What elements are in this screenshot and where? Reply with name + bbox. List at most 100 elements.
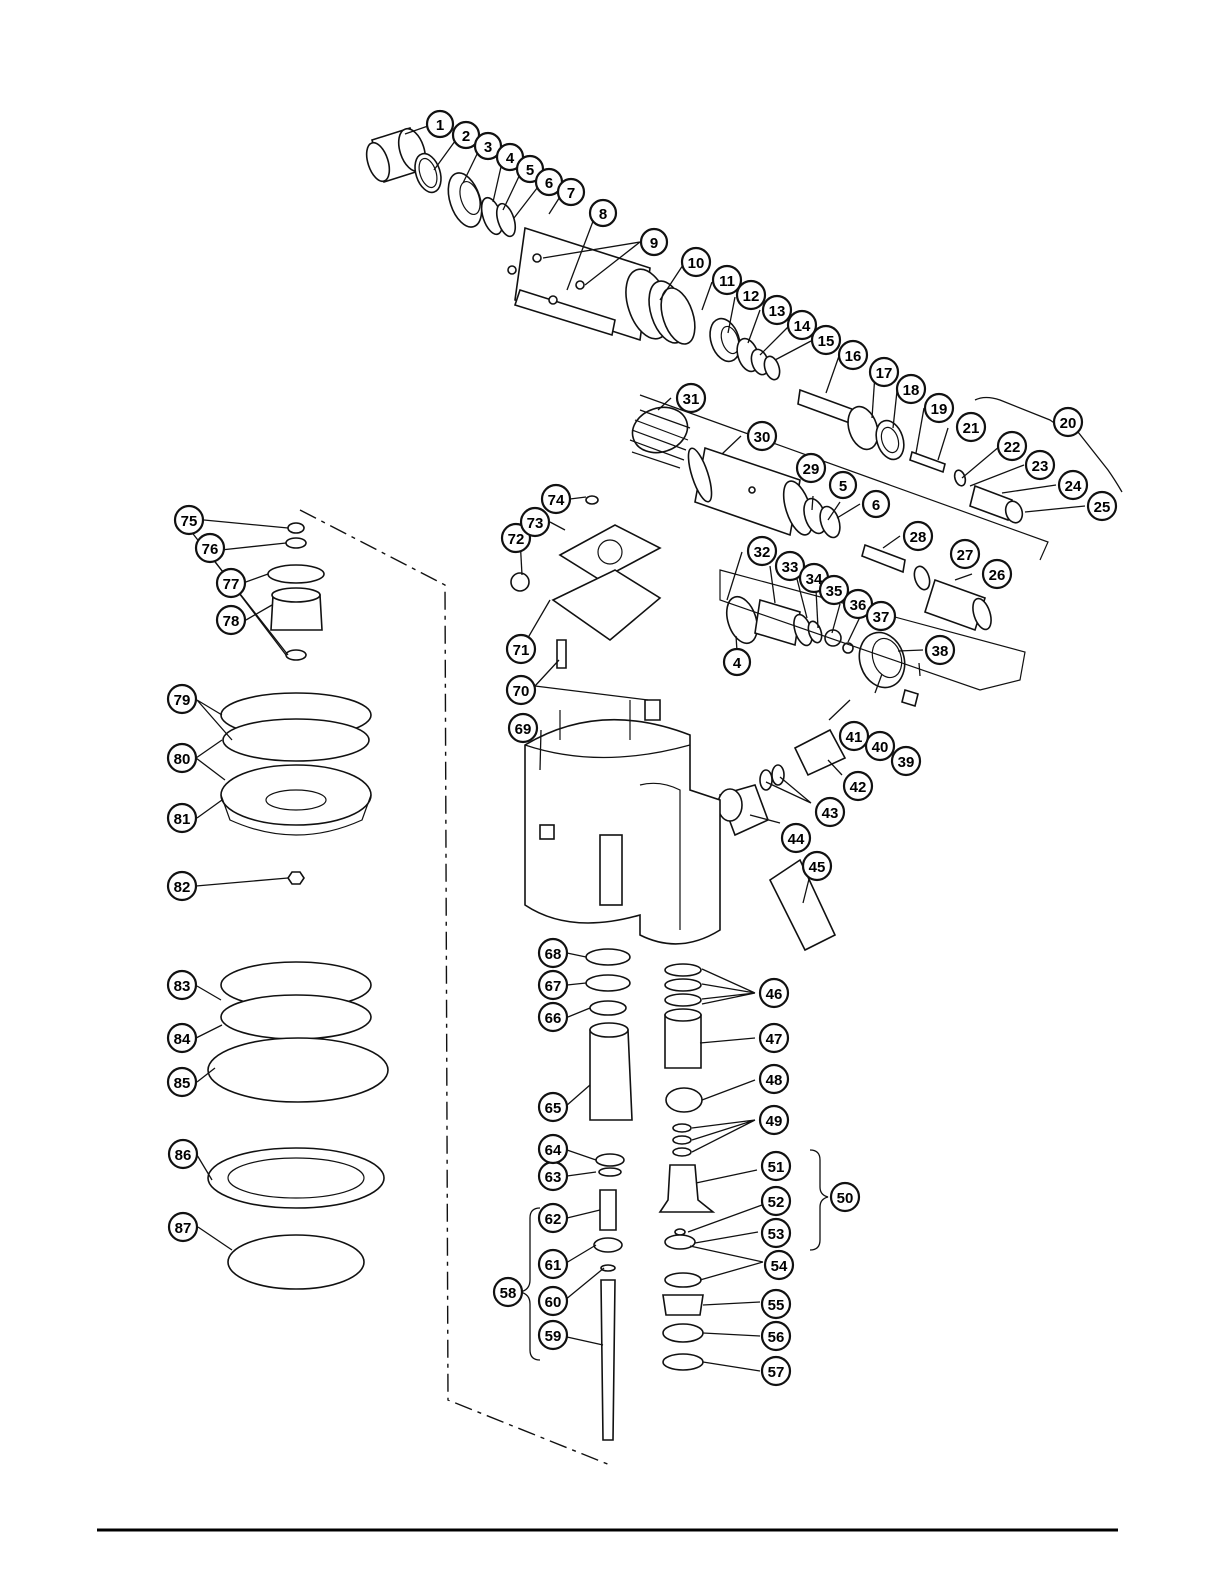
svg-text:62: 62 [545,1211,562,1228]
svg-text:77: 77 [223,576,240,593]
svg-text:13: 13 [769,303,786,320]
svg-text:57: 57 [768,1364,785,1381]
svg-text:72: 72 [508,531,525,548]
svg-text:29: 29 [803,461,820,478]
svg-text:66: 66 [545,1010,562,1027]
svg-text:33: 33 [782,559,799,576]
callout-78: 78 [217,606,245,634]
callout-37: 37 [867,602,895,630]
svg-text:6: 6 [545,175,553,192]
callout-22: 22 [998,432,1026,460]
svg-text:17: 17 [876,365,893,382]
callout-81: 81 [168,804,196,832]
callout-38: 38 [926,636,954,664]
callout-84: 84 [168,1024,196,1052]
svg-text:58: 58 [500,1285,517,1302]
svg-text:19: 19 [931,401,948,418]
callout-17: 17 [870,358,898,386]
callout-32: 32 [748,537,776,565]
callout-8: 8 [590,200,616,226]
callout-26: 26 [983,560,1011,588]
svg-text:20: 20 [1060,415,1077,432]
svg-text:63: 63 [545,1169,562,1186]
svg-text:85: 85 [174,1075,191,1092]
svg-text:78: 78 [223,613,240,630]
svg-text:67: 67 [545,978,562,995]
callout-83: 83 [168,971,196,999]
bracket-58 [520,1208,540,1360]
callout-76: 76 [196,534,224,562]
svg-text:28: 28 [910,529,927,546]
svg-text:84: 84 [174,1031,191,1048]
callout-7: 7 [558,179,584,205]
svg-text:52: 52 [768,1194,785,1211]
callout-15: 15 [812,326,840,354]
svg-text:46: 46 [766,986,783,1003]
svg-text:26: 26 [989,567,1006,584]
svg-text:8: 8 [599,206,607,223]
svg-text:27: 27 [957,547,974,564]
svg-text:31: 31 [683,391,700,408]
svg-text:61: 61 [545,1257,562,1274]
svg-text:30: 30 [754,429,771,446]
callout-73: 73 [521,508,549,536]
svg-text:4: 4 [506,150,515,167]
callout-19: 19 [925,394,953,422]
callout-51: 51 [762,1152,790,1180]
callout-71: 71 [507,635,535,663]
callout-20: 20 [1054,408,1082,436]
svg-text:18: 18 [903,382,920,399]
svg-text:45: 45 [809,859,826,876]
callout-82: 82 [168,872,196,900]
part-stack-center [586,949,632,1440]
callout-43: 43 [816,798,844,826]
callout-42: 42 [844,772,872,800]
svg-text:49: 49 [766,1113,783,1130]
callout-59: 59 [539,1321,567,1349]
callout-23: 23 [1026,451,1054,479]
part-stack-left [208,523,388,1289]
svg-text:76: 76 [202,541,219,558]
svg-text:4: 4 [733,655,742,672]
callout-49: 49 [760,1106,788,1134]
callout-57: 57 [762,1357,790,1385]
callout-16: 16 [839,341,867,369]
callout-70: 70 [507,676,535,704]
svg-text:3: 3 [484,139,492,156]
svg-text:64: 64 [545,1142,562,1159]
svg-text:51: 51 [768,1159,785,1176]
callout-69: 69 [509,714,537,742]
callout-6b: 6 [863,491,889,517]
callout-66: 66 [539,1003,567,1031]
svg-text:83: 83 [174,978,191,995]
svg-text:9: 9 [650,235,658,252]
svg-text:21: 21 [963,420,980,437]
callout-52: 52 [762,1187,790,1215]
svg-text:35: 35 [826,583,843,600]
part-stack-right [660,964,713,1370]
callout-14: 14 [788,311,816,339]
svg-text:48: 48 [766,1072,783,1089]
callout-64: 64 [539,1135,567,1163]
svg-text:40: 40 [872,739,889,756]
svg-text:14: 14 [794,318,811,335]
svg-text:75: 75 [181,513,198,530]
callout-44: 44 [782,824,810,852]
svg-text:22: 22 [1004,439,1021,456]
svg-text:1: 1 [436,117,444,134]
callout-56: 56 [762,1322,790,1350]
callout-1: 1 [427,111,453,137]
callout-12: 12 [737,281,765,309]
callout-27: 27 [951,540,979,568]
svg-text:50: 50 [837,1190,854,1207]
svg-text:44: 44 [788,831,805,848]
svg-text:86: 86 [175,1147,192,1164]
svg-text:70: 70 [513,683,530,700]
svg-text:47: 47 [766,1031,783,1048]
svg-text:24: 24 [1065,478,1082,495]
callout-30: 30 [748,422,776,450]
svg-text:82: 82 [174,879,191,896]
callout-5b: 5 [830,472,856,498]
callout-58: 58 [494,1278,522,1306]
